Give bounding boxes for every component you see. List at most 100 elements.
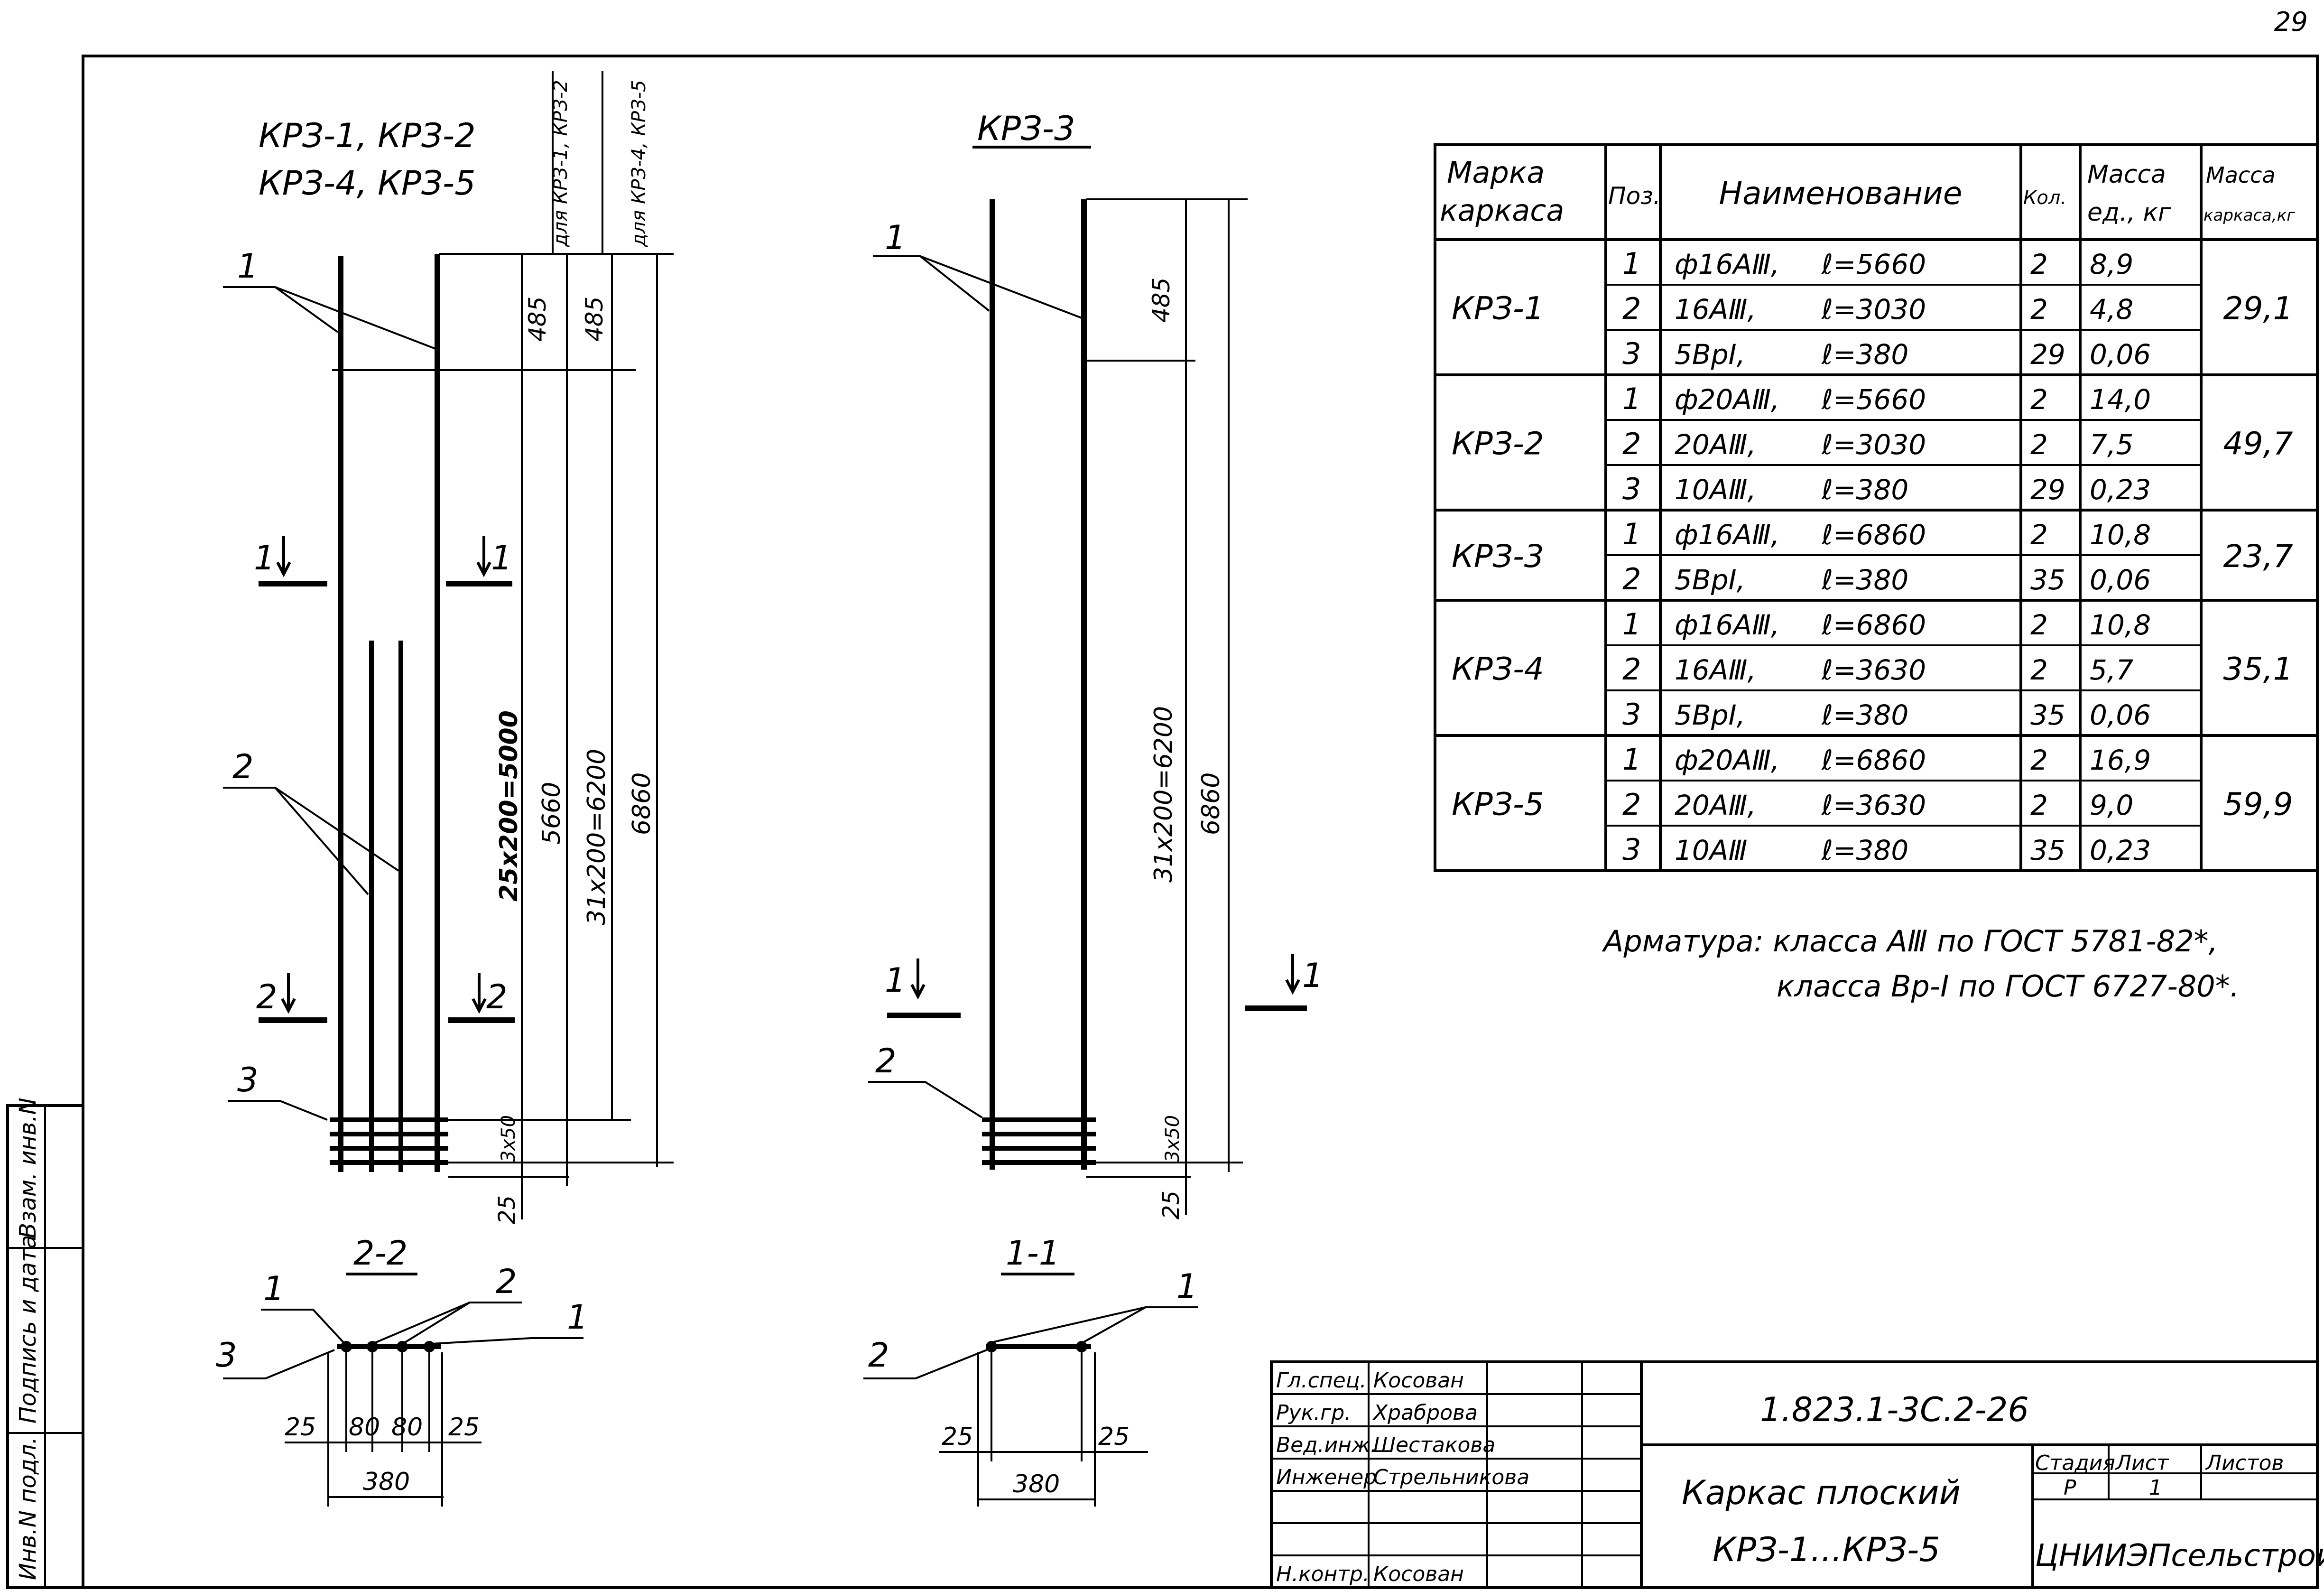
cell-mass: 0,06 xyxy=(2090,564,2151,596)
sec11-bar-1b xyxy=(1076,1341,1087,1352)
th-massa-2: ед., кг xyxy=(2087,198,2171,227)
cell-mass: 14,0 xyxy=(2090,383,2151,416)
notes-line1: Арматура: класса АⅢ по ГОСТ 5781-82*, xyxy=(1602,924,2218,958)
notes-line2: класса Вр-I по ГОСТ 6727-80*. xyxy=(1777,969,2239,1004)
cell-len: ℓ=380 xyxy=(1821,699,1908,731)
cell-pos: 2 xyxy=(1622,291,1641,326)
sec11-callout-2: 2 xyxy=(868,1336,889,1375)
dim-6860-kr3: 6860 xyxy=(1197,772,1225,835)
cell-qty: 2 xyxy=(2030,744,2048,776)
title-line2: КРЗ-1...КРЗ-5 xyxy=(1713,1530,1940,1569)
side-stamp: Инв.N подл. Подпись и дата Взам. инв.N xyxy=(6,1098,84,1589)
stamp-vzam: Взам. инв.N xyxy=(15,1098,41,1238)
section-mark-1-right: 1 xyxy=(491,539,512,577)
cell-pos: 1 xyxy=(1622,742,1641,777)
cell-qty: 2 xyxy=(2030,609,2048,641)
cell-name: ф16АⅢ, xyxy=(1675,519,1780,551)
cell-qty: 2 xyxy=(2030,383,2048,416)
org-name: ЦНИИЭПсельстрой xyxy=(2035,1538,2324,1573)
cell-name: 20АⅢ, xyxy=(1675,789,1756,821)
section-mark-1-kr3-left: 1 xyxy=(885,961,906,1000)
cell-len: ℓ=380 xyxy=(1821,564,1908,596)
section-mark-2-right: 2 xyxy=(486,977,508,1016)
cell-mark: КРЗ-2 xyxy=(1452,426,1544,462)
cell-name: ф16АⅢ, xyxy=(1675,609,1780,641)
th-marka-2: каркаса xyxy=(1440,193,1564,228)
dim-31x200-kr3: 31x200=6200 xyxy=(1149,706,1178,883)
cell-mass: 16,9 xyxy=(2090,744,2151,776)
cell-mass: 0,23 xyxy=(2090,474,2151,506)
cell-mass: 10,8 xyxy=(2090,519,2151,551)
cell-mark: КРЗ-4 xyxy=(1452,651,1544,688)
cell-len: ℓ=380 xyxy=(1821,338,1908,371)
cell-pos: 1 xyxy=(1622,246,1641,281)
title-line1: Каркас плоский xyxy=(1682,1473,1961,1512)
cell-name: ф16АⅢ, xyxy=(1675,248,1780,280)
stamp-inv-orig: Инв.N подл. xyxy=(15,1437,41,1580)
sec22-bar-2b xyxy=(397,1341,408,1352)
stage-label: Стадия xyxy=(2035,1451,2115,1475)
stage-value: Р xyxy=(2064,1476,2076,1500)
section-mark-1-kr3-right: 1 xyxy=(1302,956,1324,995)
cell-total: 35,1 xyxy=(2223,651,2293,688)
dim-3x50-a: 3x50 xyxy=(498,1115,519,1163)
th-massa-1: Масса xyxy=(2087,160,2166,189)
cell-name: 5ВрI, xyxy=(1675,338,1745,371)
cell-total: 49,7 xyxy=(2223,426,2293,462)
cell-len: ℓ=6860 xyxy=(1821,744,1926,776)
sec22-bar-1a xyxy=(341,1341,352,1352)
section-11-title: 1-1 xyxy=(1006,1234,1060,1273)
role-label: Н.контр. xyxy=(1276,1562,1370,1586)
role-name: Храброва xyxy=(1372,1401,1478,1425)
page-number: 29 xyxy=(2274,7,2308,37)
section-1-1: 1-1 1 2 25 25 380 xyxy=(863,1234,1198,1507)
sec11-dim-380: 380 xyxy=(1013,1470,1060,1498)
section-mark-1-left: 1 xyxy=(254,539,275,577)
kr3-title: КРЗ-3 xyxy=(977,109,1075,148)
label-for-kr1-kr2: для КРЗ-1, КРЗ-2 xyxy=(550,80,572,247)
cell-len: ℓ=5660 xyxy=(1821,248,1926,280)
cell-mark: КРЗ-1 xyxy=(1452,290,1544,327)
th-poz: Поз. xyxy=(1608,182,1661,210)
sec11-bar-1a xyxy=(986,1341,997,1352)
cell-name: 10АⅢ, xyxy=(1675,474,1756,506)
callout-1-main: 1 xyxy=(237,247,259,286)
cell-len: ℓ=380 xyxy=(1821,834,1908,866)
cell-qty: 35 xyxy=(2030,564,2065,596)
th-mk-2: каркаса,кг xyxy=(2204,206,2296,225)
cell-name: 20АⅢ, xyxy=(1675,428,1756,461)
view-kr3-1-2-4-5: КРЗ-1, КРЗ-2 КРЗ-4, КРЗ-5 1 2 3 1 1 xyxy=(223,71,674,1224)
th-mk-1: Масса xyxy=(2206,162,2276,188)
main-title-line2: КРЗ-4, КРЗ-5 xyxy=(259,164,476,203)
role-label: Рук.гр. xyxy=(1276,1401,1351,1425)
cell-mass: 9,0 xyxy=(2090,789,2133,821)
cell-total: 29,1 xyxy=(2223,290,2293,327)
sec22-bar-2a xyxy=(367,1341,378,1352)
callout-2-kr3: 2 xyxy=(875,1042,897,1080)
cell-mark: КРЗ-5 xyxy=(1452,786,1544,823)
view-kr3-3: КРЗ-3 1 2 485 31x200=6200 6860 3x50 25 1… xyxy=(868,109,1324,1219)
sec11-callout-1: 1 xyxy=(1176,1267,1198,1306)
cell-pos: 2 xyxy=(1622,787,1641,822)
dim-3x50-kr3: 3x50 xyxy=(1162,1115,1184,1163)
sec22-dim-80-b: 80 xyxy=(391,1413,423,1442)
cell-total: 59,9 xyxy=(2223,786,2293,823)
cell-mass: 0,23 xyxy=(2090,834,2151,866)
cell-name: 5ВрI, xyxy=(1675,699,1745,731)
cell-mass: 0,06 xyxy=(2090,338,2151,371)
cell-name: ф20АⅢ, xyxy=(1675,744,1780,776)
title-block: Гл.спец.КосованРук.гр.ХраброваВед.инж.Ше… xyxy=(1270,1360,2324,1589)
cell-name: 10АⅢ xyxy=(1675,834,1747,866)
sec22-callout-2: 2 xyxy=(496,1262,517,1301)
cell-mass: 10,8 xyxy=(2090,609,2151,641)
cell-pos: 2 xyxy=(1622,652,1641,687)
sec22-callout-1-left: 1 xyxy=(263,1269,285,1308)
section-mark-2-left: 2 xyxy=(256,977,278,1016)
section-22-title: 2-2 xyxy=(353,1234,407,1273)
role-label: Вед.инж. xyxy=(1276,1433,1377,1457)
cell-pos: 3 xyxy=(1622,472,1641,506)
dim-25-a: 25 xyxy=(494,1195,520,1224)
sec11-dim-25-left: 25 xyxy=(942,1423,973,1451)
